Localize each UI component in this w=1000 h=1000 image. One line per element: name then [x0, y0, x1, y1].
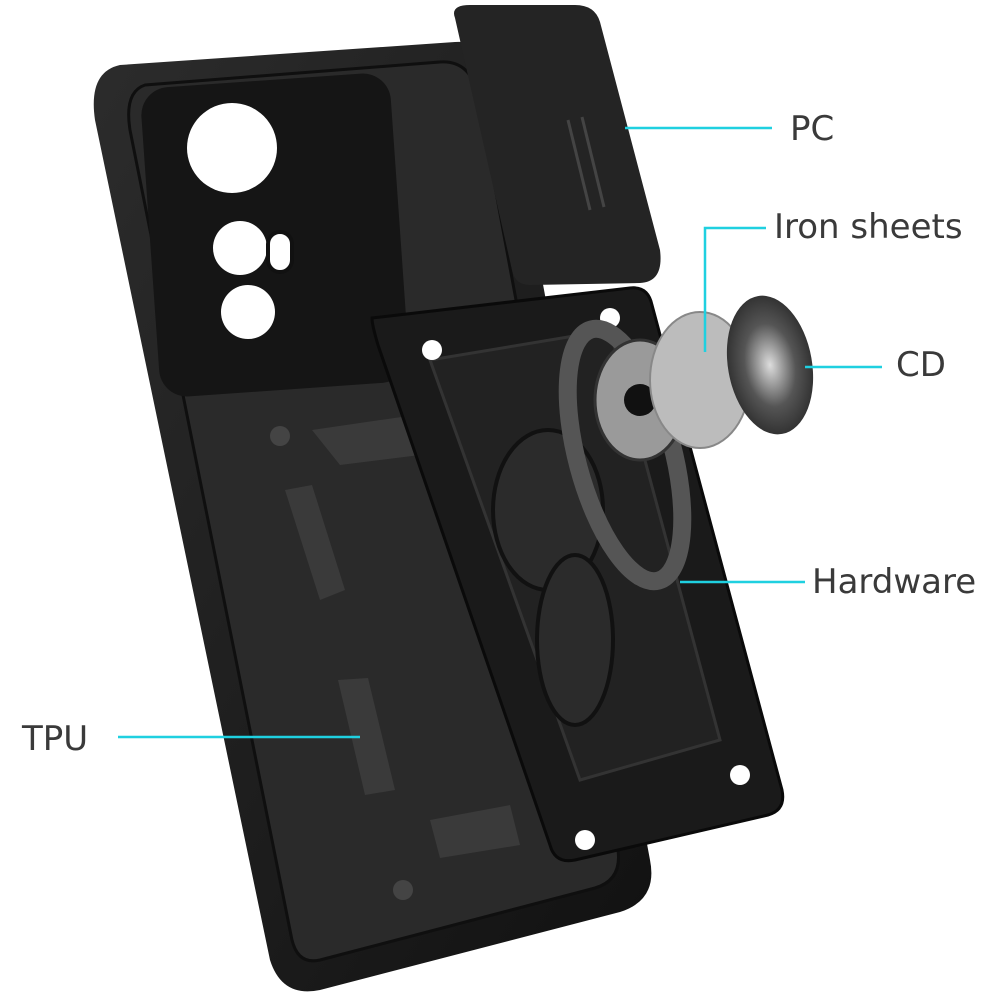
callout-lines	[118, 126, 882, 739]
cd-disc	[726, 295, 814, 435]
label-iron-sheets: Iron sheets	[774, 207, 963, 247]
tpu-back-case	[93, 41, 652, 992]
pc-camera-slider	[454, 5, 661, 285]
callout-line-iron-sheets	[703, 226, 766, 352]
label-cd: CD	[896, 345, 946, 385]
label-hardware: Hardware	[812, 562, 977, 602]
label-tpu: TPU	[22, 719, 89, 759]
label-pc: PC	[790, 109, 835, 149]
